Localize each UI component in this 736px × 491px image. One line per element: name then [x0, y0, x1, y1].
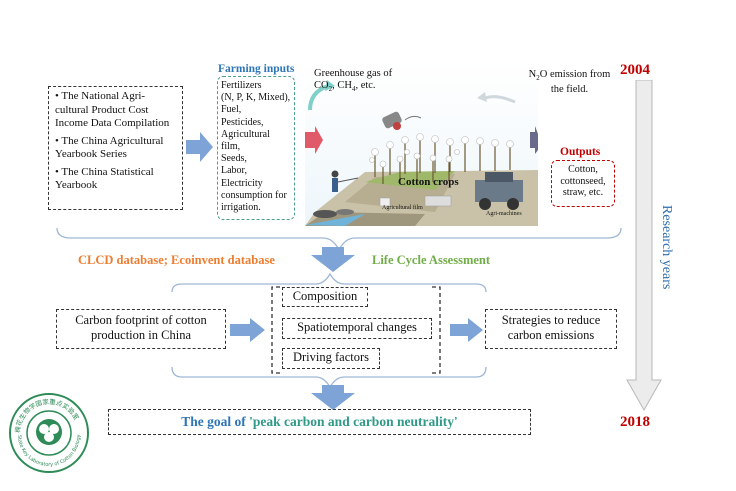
ghg-line1: Greenhouse gas of [314, 68, 393, 79]
carbon-footprint-box: Carbon footprint of cotton production in… [56, 309, 226, 349]
input-item: Fertilizers [221, 80, 262, 91]
cotton-crops-label: Cotton crops [398, 176, 459, 188]
n2o-line2: the field. [550, 84, 589, 96]
n2o-label: N2O emission from the field. [522, 69, 617, 96]
arrow-right-icon [450, 318, 483, 342]
co2-text: CO [314, 80, 329, 91]
input-item: Labor, [221, 165, 247, 177]
lca-label: Life Cycle Assessment [372, 253, 491, 267]
driving-factors-text: Driving factors [292, 350, 370, 364]
driving-factors-box: Driving factors [282, 348, 380, 369]
timeline-arrow-icon [626, 80, 662, 412]
outputs-text: Cotton, cottonseed, straw, etc. [560, 164, 606, 198]
source-item: • The China Agricultural Yearbook Series [55, 134, 164, 161]
spatiotemporal-text: Spatiotemporal changes [297, 320, 417, 334]
year-end: 2018 [620, 414, 650, 430]
composition-text: Composition [292, 289, 358, 303]
input-item: (N, P, K, Mixed), [221, 92, 291, 104]
goal-box: The goal of 'peak carbon and carbon neut… [108, 409, 531, 435]
year-start: 2004 [620, 62, 650, 78]
ghg-label: Greenhouse gas of CO2, CH4, etc. [314, 68, 392, 95]
cotton-field-illustration [305, 62, 538, 226]
ch4-text: , CH [332, 80, 352, 91]
databases-label: CLCD database; Ecoinvent database [78, 253, 275, 267]
strategies-text: Strategies to reduce carbon emissions [501, 313, 601, 342]
n2o-n: N [528, 69, 537, 80]
farming-inputs-box: Fertilizers (N, P, K, Mixed), Fuel, Pest… [217, 76, 295, 220]
analysis-bracket [271, 286, 441, 374]
input-item: Agricultural film, [221, 128, 270, 153]
ch4-subscript: 4 [351, 85, 356, 94]
arrow-down-icon [311, 247, 355, 272]
agricultural-film-label: Agricultural film [382, 205, 423, 211]
source-item: • The China Statistical Yearbook [55, 165, 154, 192]
co2-subscript: 2 [328, 85, 333, 94]
farming-inputs-title: Farming inputs [218, 63, 295, 75]
agri-machines-label: Agri-machines [486, 211, 522, 217]
n2o-rest: O emission from [539, 69, 611, 80]
n2o-line1: N2O emission from [522, 69, 617, 84]
outputs-box: Cotton, cottonseed, straw, etc. [551, 160, 615, 207]
goal-prefix: The goal of [181, 414, 250, 429]
etc-text: , etc. [355, 80, 376, 91]
arrow-down-icon [311, 385, 355, 410]
spatiotemporal-box: Spatiotemporal changes [282, 318, 432, 339]
source-item: • The National Agri-cultural Product Cos… [55, 90, 170, 129]
arrow-right-icon [230, 318, 265, 342]
input-item: Seeds, [221, 153, 247, 165]
arrow-right-icon [186, 132, 213, 162]
n2o-subscript: 2 [536, 74, 540, 83]
middle-brace-top [171, 272, 487, 293]
outputs-title: Outputs [560, 146, 601, 158]
data-sources-box: • The National Agri-cultural Product Cos… [48, 86, 183, 210]
input-item: Pesticides, [221, 116, 264, 128]
ghg-line2: CO2, CH4, etc. [314, 80, 392, 95]
lab-logo: 棉花生物学国家重点实验室 State Key Laboratory of Cot… [9, 393, 89, 473]
carbon-footprint-text: Carbon footprint of cotton production in… [75, 313, 207, 342]
composition-box: Composition [282, 287, 368, 307]
input-item: Electricity consumption for irrigation. [221, 177, 287, 214]
input-item: Fuel, [221, 104, 242, 116]
goal-quoted: 'peak carbon and carbon neutrality' [249, 414, 458, 429]
strategies-box: Strategies to reduce carbon emissions [485, 309, 617, 349]
research-years-label: Research years [659, 205, 674, 290]
